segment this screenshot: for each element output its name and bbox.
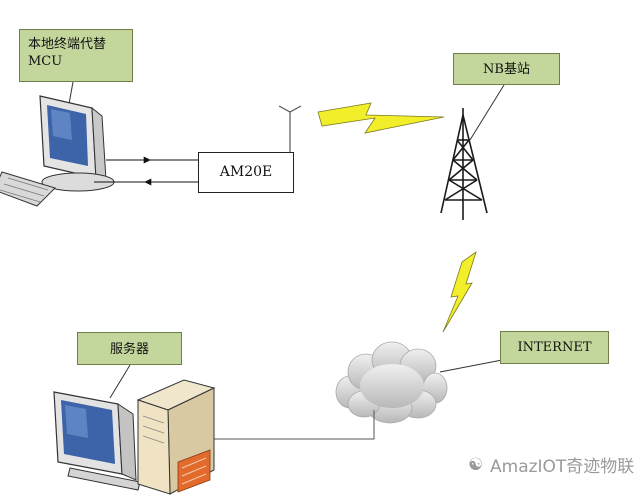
lightning-icon xyxy=(317,102,445,134)
am20e-module-box: AM20E xyxy=(198,152,294,193)
label-server: 服务器 xyxy=(77,332,182,365)
server-cloud-link xyxy=(214,410,375,440)
callout-leaders xyxy=(68,81,505,399)
antenna-icon xyxy=(278,105,302,152)
wechat-icon: ☯ xyxy=(468,454,484,475)
server-monitor-icon xyxy=(53,391,141,491)
watermark: ☯ AmazIOT奇迹物联 xyxy=(468,452,635,478)
cloud-icon xyxy=(335,341,448,424)
tower-icon xyxy=(440,108,488,220)
lightning-icon-2 xyxy=(442,250,477,333)
data-arrows xyxy=(94,156,198,186)
label-local-terminal: 本地终端代替MCU xyxy=(19,29,133,82)
watermark-text: AmazIOT奇迹物联 xyxy=(490,457,635,477)
label-nb-station: NB基站 xyxy=(453,53,560,85)
server-icon xyxy=(136,379,216,495)
computer-icon xyxy=(0,95,115,207)
label-internet: INTERNET xyxy=(500,331,609,364)
